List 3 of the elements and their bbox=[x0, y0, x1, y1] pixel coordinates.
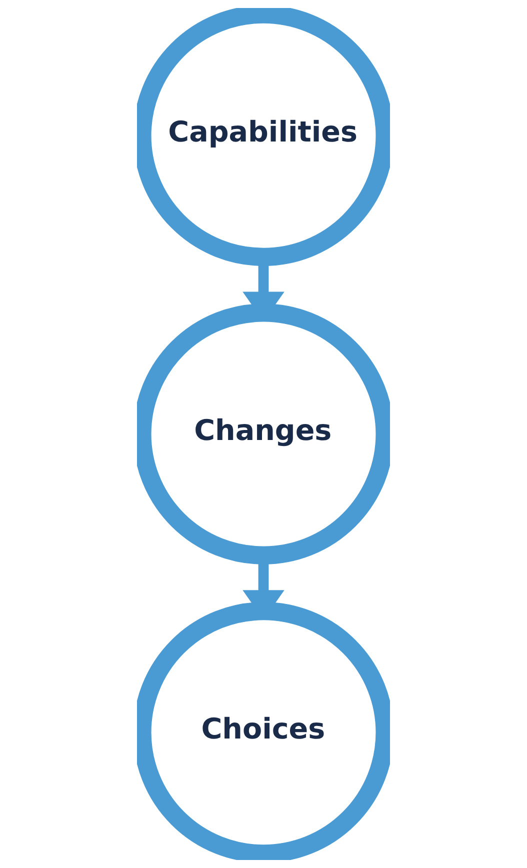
node-circle: Capabilities bbox=[137, 8, 390, 266]
node-circle: Changes bbox=[137, 304, 390, 564]
node-circle: Choices bbox=[137, 602, 390, 860]
